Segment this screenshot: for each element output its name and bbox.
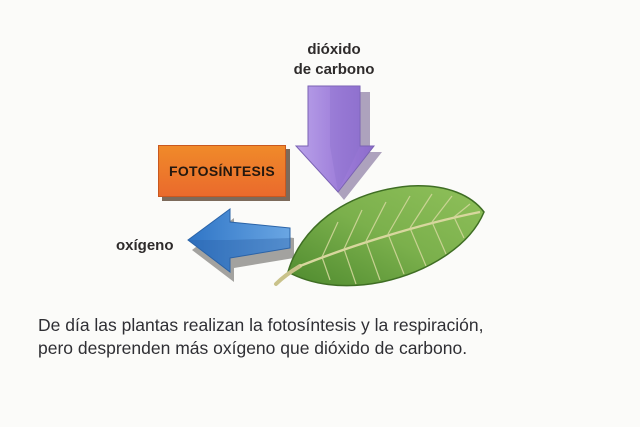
co2-label-line1: dióxido	[307, 41, 361, 58]
co2-label: dióxido de carbono	[282, 40, 386, 80]
leaf-illustration	[274, 185, 485, 287]
figure-caption: De día las plantas realizan la fotosínte…	[38, 314, 598, 360]
oxygen-arrow	[187, 208, 294, 282]
co2-arrow	[294, 85, 382, 200]
photosynthesis-label: FOTOSÍNTESIS	[168, 163, 276, 179]
caption-line2: pero desprenden más oxígeno que dióxido …	[38, 338, 468, 358]
co2-label-line2: de carbono	[293, 61, 375, 78]
oxygen-label: oxígeno	[116, 237, 174, 254]
photosynthesis-box: FOTOSÍNTESIS	[158, 145, 286, 197]
caption-line1: De día las plantas realizan la fotosínte…	[38, 315, 484, 335]
